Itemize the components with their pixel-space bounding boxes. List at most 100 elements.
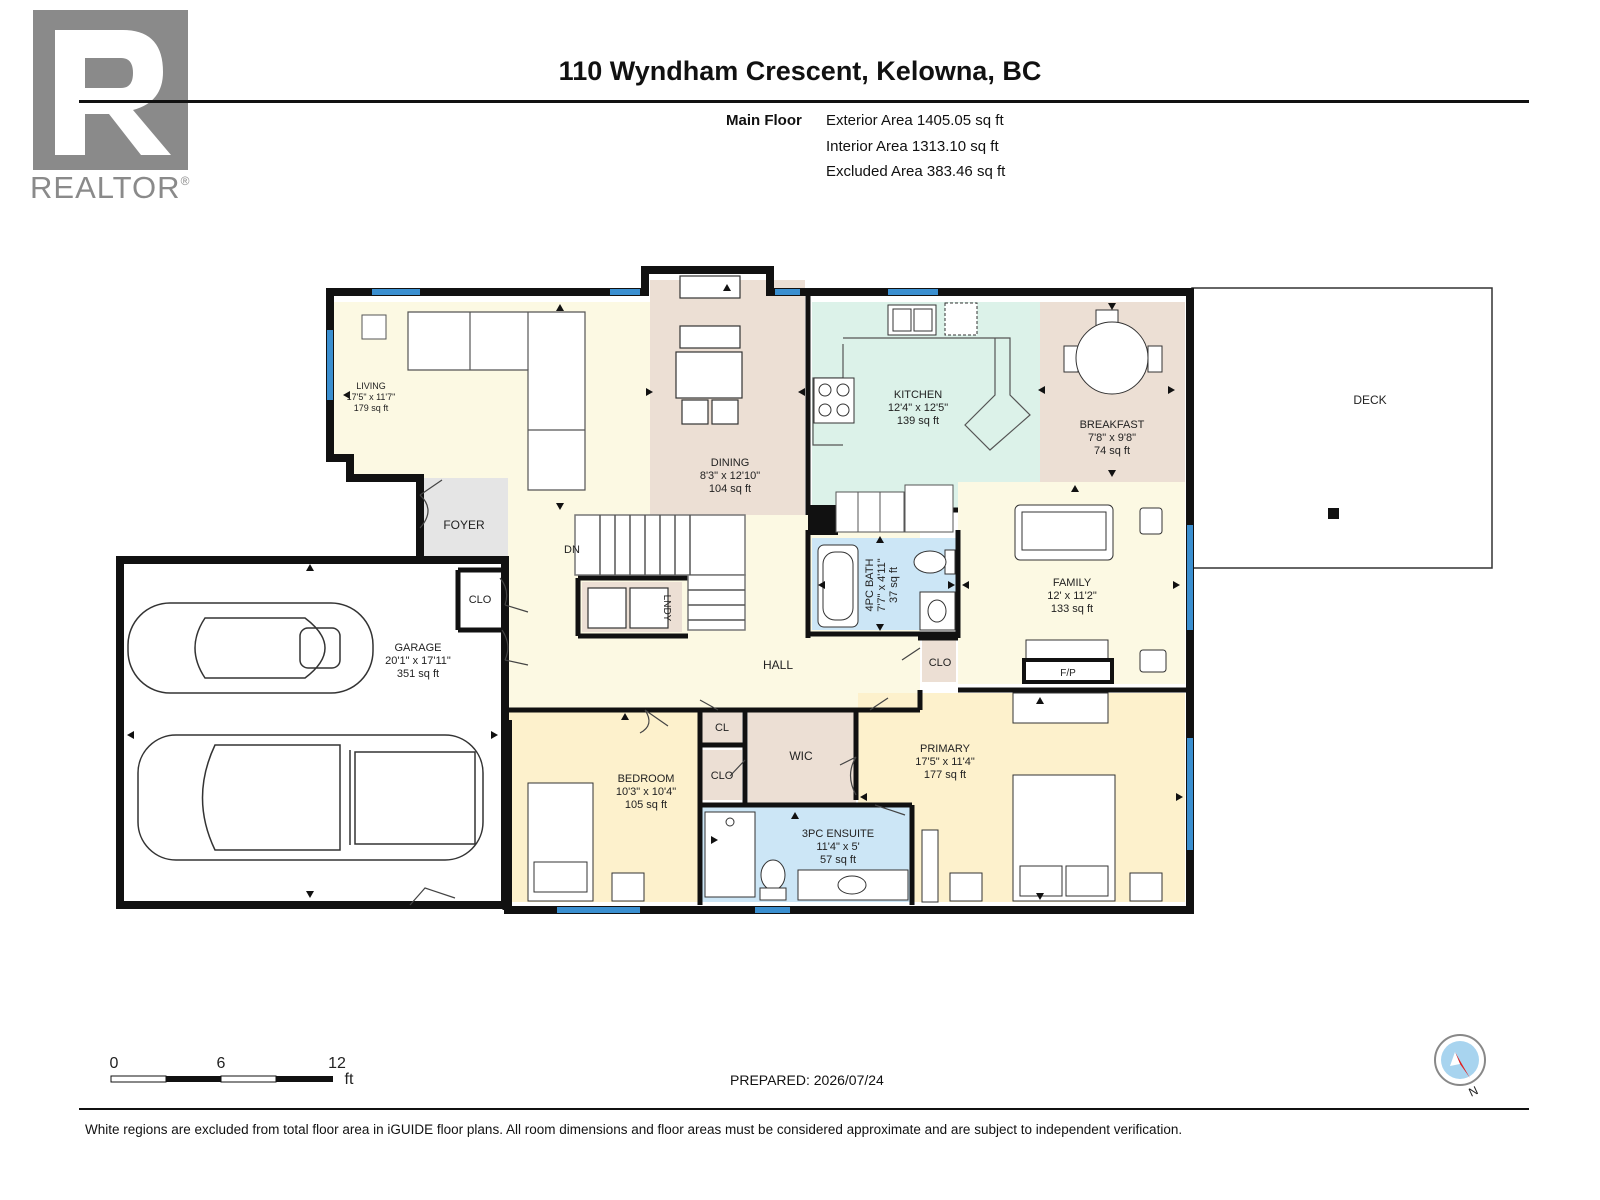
garage-dims: 20'1" x 17'11" [385, 655, 451, 667]
laundry-label: LNDY [661, 595, 672, 622]
primary-wall-panel-icon [921, 829, 939, 903]
compass-icon [1434, 1034, 1486, 1086]
garage-outline [116, 556, 509, 909]
title-divider [79, 100, 1529, 103]
side-table-icon [361, 314, 387, 340]
fireplace-label: F/P [1060, 668, 1076, 679]
kitchen-dims: 12'4" x 12'5" [888, 402, 948, 414]
garage-name: GARAGE [394, 642, 441, 654]
realtor-wordmark: REALTOR® [30, 170, 191, 205]
living-area: 179 sq ft [354, 403, 389, 413]
disclaimer-text: White regions are excluded from total fl… [85, 1122, 1183, 1137]
kitchen-cabinets-icon [835, 484, 954, 533]
kitchen-counter-icon [812, 337, 1031, 451]
door-swings [409, 479, 921, 906]
primary-nightstand-right-icon [1129, 872, 1163, 902]
page-title: 110 Wyndham Crescent, Kelowna, BC [558, 56, 1042, 86]
primary-dims: 17'5" x 11'4" [915, 756, 975, 768]
deck-label: DECK [1353, 393, 1386, 407]
primary-nightstand-left-icon [949, 872, 983, 902]
dining-dims: 8'3" x 12'10" [700, 470, 760, 482]
kitchen-area: 139 sq ft [897, 415, 939, 427]
living-name: LIVING [356, 381, 386, 391]
family-name: FAMILY [1053, 577, 1092, 589]
family-ottoman-icon [1139, 649, 1167, 673]
excluded-area: Excluded Area 383.46 sq ft [826, 163, 1006, 180]
ensuite-area: 57 sq ft [820, 854, 856, 866]
garage-area: 351 sq ft [397, 668, 439, 680]
breakfast-name: BREAKFAST [1080, 419, 1145, 431]
primary-dresser-icon [1012, 692, 1109, 724]
truck-icon [137, 734, 484, 861]
bathtub-icon [817, 544, 859, 628]
scale-tick-0: 0 [110, 1055, 119, 1072]
family-dims: 12' x 11'2" [1047, 590, 1097, 602]
washer-dryer-icon [587, 587, 669, 629]
hall-label: HALL [763, 658, 793, 672]
wic-label: WIC [789, 749, 813, 763]
foyer-label: FOYER [443, 518, 485, 532]
interior-area: Interior Area 1313.10 sq ft [826, 138, 999, 155]
cooktop-icon [813, 377, 855, 424]
family-side-table-icon [1139, 507, 1163, 535]
fridge-icon [944, 302, 978, 336]
scale-unit: ft [345, 1071, 354, 1088]
bath-area: 37 sq ft [888, 567, 900, 603]
bath-name: 4PC BATH [864, 558, 876, 611]
windows [327, 289, 1193, 913]
floor-label: Main Floor [726, 112, 802, 129]
room-kitchen [812, 302, 1040, 508]
realtor-logo-icon [33, 10, 188, 170]
room-foyer [420, 478, 508, 562]
breakfast-table-icon [1063, 309, 1163, 395]
ensuite-name: 3PC ENSUITE [802, 828, 874, 840]
bath-toilet-icon [913, 549, 956, 575]
room-wic [748, 710, 856, 803]
room-clo-bed [700, 750, 742, 800]
breakfast-area: 74 sq ft [1094, 445, 1130, 457]
kitchen-name: KITCHEN [894, 389, 942, 401]
ensuite-dims: 11'4" x 5' [816, 841, 859, 853]
clo-bedroom-label: CLO [711, 770, 734, 782]
footer-divider [79, 1108, 1529, 1110]
prepared-date: PREPARED: 2026/07/24 [730, 1072, 884, 1088]
primary-bed-icon [1012, 774, 1116, 902]
deck-post [1328, 508, 1339, 519]
ensuite-toilet-icon [759, 859, 787, 901]
room-clo-hall [922, 640, 956, 682]
car-icon [127, 602, 374, 694]
deck [1191, 287, 1493, 569]
ensuite-vanity-icon [797, 869, 909, 901]
bedroom-bed-icon [527, 782, 594, 902]
bedroom-area: 105 sq ft [625, 799, 667, 811]
staircase [574, 514, 746, 631]
living-dims: 17'5" x 11'7" [347, 392, 396, 402]
fireplace-hearth-icon [1025, 639, 1109, 661]
bedroom-dims: 10'3" x 10'4" [616, 786, 676, 798]
shower-icon [704, 811, 756, 898]
clo-hall-label: CLO [929, 657, 952, 669]
dining-area: 104 sq ft [709, 483, 751, 495]
dining-name: DINING [711, 457, 750, 469]
exterior-area: Exterior Area 1405.05 sq ft [826, 112, 1004, 129]
primary-area: 177 sq ft [924, 769, 966, 781]
room-cl [700, 710, 742, 743]
stairs-down-label: DN [564, 544, 580, 556]
primary-name: PRIMARY [920, 743, 971, 755]
bedroom-nightstand-icon [611, 872, 645, 902]
compass-north-label: N [1466, 1083, 1480, 1099]
scale-bar [110, 1075, 333, 1083]
scale-tick-12: 12 [328, 1055, 346, 1072]
dining-table-icon [675, 275, 743, 425]
bedroom-name: BEDROOM [618, 773, 675, 785]
bath-dims: 7'7" x 4'11" [876, 558, 888, 611]
sectional-sofa-icon [407, 311, 586, 491]
bath-vanity-icon [919, 591, 956, 631]
dimension-arrows [127, 284, 1183, 900]
kitchen-pantry-block [808, 505, 838, 535]
scale-tick-6: 6 [217, 1055, 226, 1072]
kitchen-sink-icon [887, 304, 937, 336]
clo-foyer-label: CLO [469, 594, 492, 606]
cl-label: CL [715, 722, 729, 734]
